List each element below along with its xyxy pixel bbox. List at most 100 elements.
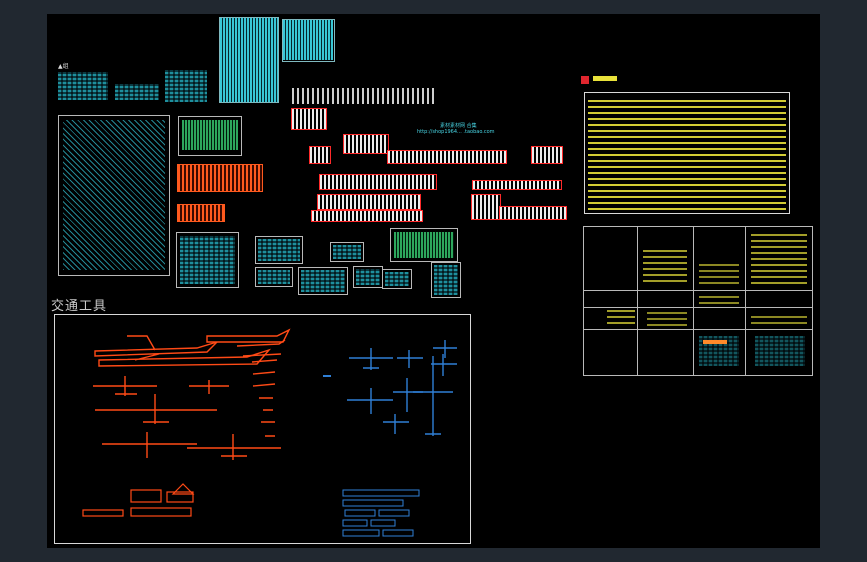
frame-small-6 [382,269,412,289]
red-aircraft-10 [251,359,278,437]
label-group-a: ▲组 [58,63,69,70]
elevation-strip [292,88,437,104]
blue-aircraft-8 [431,354,457,376]
notes-table-content [588,96,786,210]
elevation-block-8 [317,194,421,210]
sheet-cell-6 [699,292,739,304]
frame-green-table [178,116,242,156]
red-vehicle-3 [130,507,192,517]
blue-vehicle-group [342,489,420,537]
elevation-block-11 [499,206,567,220]
block-small-6 [385,272,409,286]
red-vehicle-1 [130,489,162,503]
red-aircraft-5 [93,376,157,396]
blue-vehicle-4 [378,509,410,517]
blue-vehicle-5 [342,519,368,527]
sheet-grid-hline-1 [583,290,813,291]
frame-notes-table [584,92,790,214]
sheet-grid-hline-3 [583,329,813,330]
frame-small-4 [330,242,364,262]
blue-vehicle-6 [370,519,396,527]
red-aircraft-6 [189,380,229,394]
autocad-logo-icon [581,76,589,84]
site-text-2: http://shop1964... .taobao.com [417,129,495,135]
block-small-5 [356,269,380,285]
blue-vehicle-3 [344,509,376,517]
elevation-block-1 [291,108,327,130]
site-text-1: 素材素材网 合集 [440,123,477,129]
red-aircraft-1 [94,335,218,361]
block-silhouettes [180,236,235,284]
transport-title: 交通工具 [51,299,108,314]
blue-aircraft-group [347,340,457,436]
sheet-cell-2 [751,232,807,284]
elevation-block-4 [387,150,507,164]
elevation-block-2 [343,134,389,154]
blue-aircraft-3 [433,340,457,358]
frame-small-1 [255,236,303,264]
frame-top-sprite-cyan [219,17,279,103]
sheet-cell-orange [703,340,727,344]
elevation-block-5 [531,146,563,164]
block-top-sprite-cyan [220,18,278,102]
block-small-4 [333,245,361,259]
blue-aircraft-5 [393,378,423,412]
frame-top-sprite-cyan-2 [282,19,335,62]
logo-text [593,76,617,81]
red-tree [171,483,195,495]
frame-small-7 [431,262,461,298]
blue-vehicle-8 [382,529,414,537]
block-orange-1 [177,164,263,192]
red-aircraft-7 [95,394,217,424]
frame-sheet-grid [583,226,813,376]
sheet-cell-5 [647,312,687,326]
frame-green-small [390,228,458,262]
red-aircraft-4 [236,339,286,357]
sheet-cell-3 [699,264,739,284]
blue-aircraft-6 [413,356,453,436]
red-aircraft-2 [98,348,272,367]
sheet-cell-4 [607,310,635,324]
blue-aircraft-7 [383,414,409,434]
block-group-b [115,84,159,100]
blue-aircraft-1 [349,348,393,370]
block-orange-2 [177,204,225,222]
block-small-7 [434,265,458,295]
blue-vehicle-7 [342,529,380,537]
block-group-a [58,72,108,100]
sheet-grid-vline-3 [745,226,746,376]
frame-silhouettes [176,232,239,288]
elevation-block-9 [311,210,423,222]
frame-transport [54,314,471,544]
blue-aircraft-4 [347,388,393,414]
sheet-grid-vline-1 [637,226,638,376]
sheet-cell-1 [643,246,687,282]
red-aircraft-group [93,328,291,460]
block-top-sprite-cyan-2 [283,20,333,60]
blue-vehicle-2 [342,499,404,507]
block-green-table [182,120,238,150]
elevation-block-6 [319,174,437,190]
blue-aircraft-2 [397,350,423,368]
drawing-canvas[interactable]: ▲组 素材素材网 合集 http://shop1964... .taobao.c… [47,14,820,548]
sheet-grid-vline-2 [693,226,694,376]
elevation-block-3 [309,146,331,164]
sheet-cell-9 [755,336,805,366]
aircraft-drawings [82,328,457,537]
cyan-marker [323,375,331,377]
frame-small-2 [255,267,293,287]
sheet-cell-7 [751,312,807,324]
frame-symbol-library [58,115,170,276]
block-symbol-library [63,120,165,270]
red-aircraft-8 [102,432,197,458]
block-green-small [394,232,454,258]
blue-vehicle-1 [342,489,420,497]
red-vehicle-2 [166,491,194,503]
sheet-grid-hline-2 [583,307,813,308]
block-small-1 [258,239,300,261]
red-vehicle-4 [82,509,124,517]
red-aircraft-9 [187,434,281,460]
elevation-block-7 [472,180,562,190]
block-small-2 [258,270,290,284]
red-vehicle-group [82,483,195,517]
